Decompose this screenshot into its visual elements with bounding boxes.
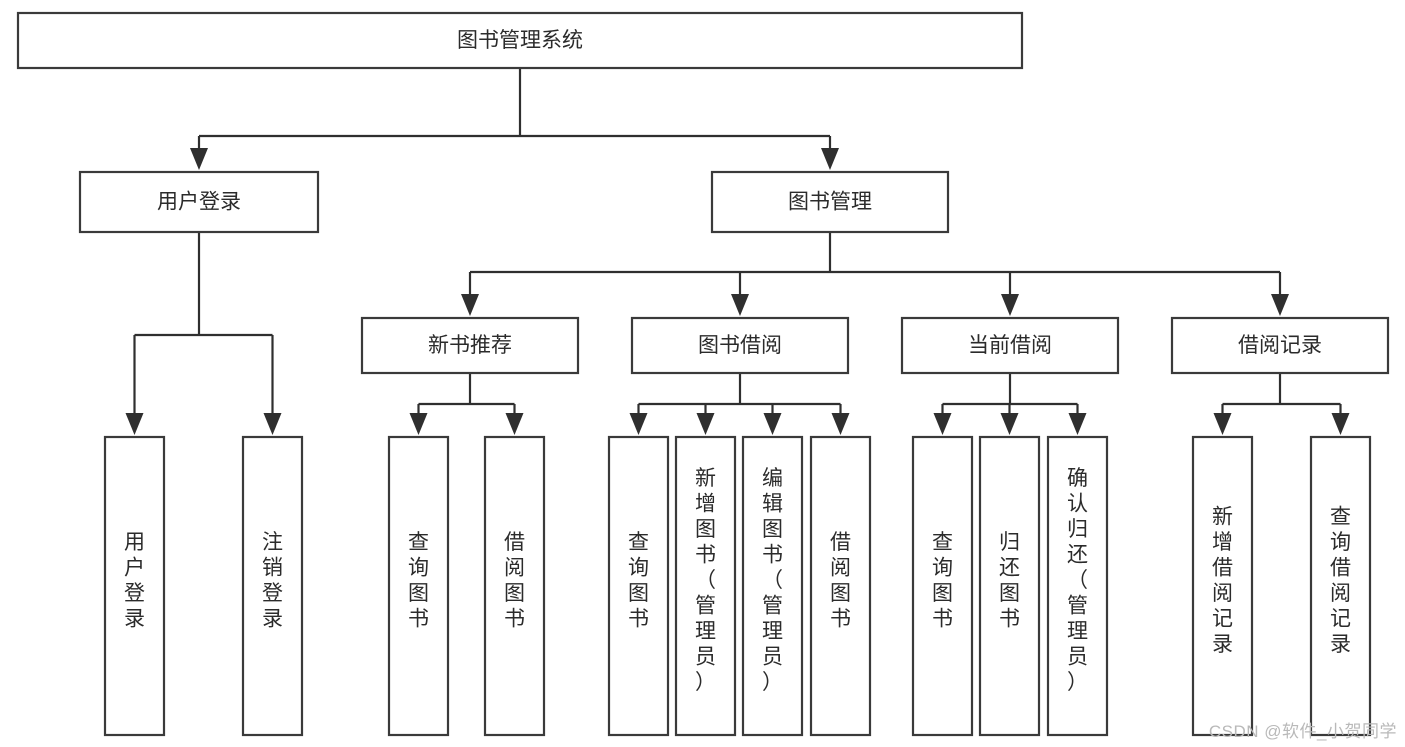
node-level3-new-book-recommend-box[interactable]	[360, 316, 580, 375]
book-borrow-to-leaves-arrow-0	[629, 413, 648, 435]
node-level3-book-borrow[interactable]: 图书借阅	[630, 316, 850, 375]
csdn-watermark: CSDN @软件_小贺同学	[1208, 722, 1397, 741]
node-level3-current-borrow[interactable]: 当前借阅	[900, 316, 1120, 375]
node-leaf-leaf-confirm-return-box[interactable]	[1046, 435, 1109, 737]
node-leaf-leaf-query-borrow-record-box[interactable]	[1309, 435, 1372, 737]
node-leaf-leaf-borrow-book-label: 借阅图书	[830, 531, 851, 631]
node-leaf-leaf-query-book-current-label: 查询图书	[932, 531, 953, 631]
current-borrow-to-leaves-arrow-1	[1000, 413, 1019, 435]
node-leaf-leaf-query-borrow-record-label: 查询借阅记录	[1330, 505, 1351, 656]
node-leaf-leaf-user-logout[interactable]: 注销登录	[241, 435, 304, 737]
node-leaf-leaf-return-book[interactable]: 归还图书	[978, 435, 1041, 737]
node-leaf-leaf-user-login-box[interactable]	[103, 435, 166, 737]
new-book-recommend-to-leaves-arrow-0	[409, 413, 428, 435]
bookmanage-to-level3-arrow-3	[1271, 294, 1289, 316]
node-boxes: 图书管理系统用户登录图书管理新书推荐图书借阅当前借阅借阅记录用户登录注销登录查询…	[16, 11, 1390, 737]
node-leaf-leaf-return-book-label: 归还图书	[999, 531, 1020, 631]
userlogin-to-leaves-arrow-1	[263, 413, 282, 435]
current-borrow-to-leaves-arrow-2	[1068, 413, 1087, 435]
node-level3-borrow-record[interactable]: 借阅记录	[1170, 316, 1390, 375]
node-root[interactable]: 图书管理系统	[16, 11, 1024, 70]
node-root-box[interactable]	[16, 11, 1024, 70]
node-leaf-leaf-borrow-book-box[interactable]	[809, 435, 872, 737]
node-leaf-leaf-query-book-recommend[interactable]: 查询图书	[387, 435, 450, 737]
node-leaf-leaf-confirm-return[interactable]: 确认归还（管理员）	[1046, 435, 1109, 737]
book-borrow-to-leaves-arrow-1	[696, 413, 715, 435]
bookmanage-to-level3-arrow-1	[731, 294, 749, 316]
node-level3-current-borrow-box[interactable]	[900, 316, 1120, 375]
borrow-record-to-leaves-arrow-0	[1213, 413, 1232, 435]
node-level3-book-borrow-box[interactable]	[630, 316, 850, 375]
node-leaf-leaf-query-book-recommend-box[interactable]	[387, 435, 450, 737]
node-leaf-leaf-edit-book[interactable]: 编辑图书（管理员）	[741, 435, 804, 737]
node-level3-borrow-record-label: 借阅记录	[1238, 334, 1322, 357]
borrow-record-to-leaves-arrow-1	[1331, 413, 1350, 435]
node-leaf-leaf-borrow-book-recommend[interactable]: 借阅图书	[483, 435, 546, 737]
node-level2-user-login[interactable]: 用户登录	[78, 170, 320, 234]
book-borrow-to-leaves-arrow-2	[763, 413, 782, 435]
root-to-level2-arrow-1	[821, 148, 839, 170]
node-leaf-leaf-add-book[interactable]: 新增图书（管理员）	[674, 435, 737, 737]
node-leaf-leaf-query-book-recommend-label: 查询图书	[408, 531, 429, 631]
node-leaf-leaf-user-login[interactable]: 用户登录	[103, 435, 166, 737]
node-leaf-leaf-add-book-box[interactable]	[674, 435, 737, 737]
node-leaf-leaf-user-login-label: 用户登录	[124, 531, 145, 631]
node-leaf-leaf-borrow-book[interactable]: 借阅图书	[809, 435, 872, 737]
userlogin-to-leaves-arrow-0	[125, 413, 144, 435]
node-leaf-leaf-query-book-current[interactable]: 查询图书	[911, 435, 974, 737]
node-level3-book-borrow-label: 图书借阅	[698, 334, 782, 357]
bookmanage-to-level3-arrow-0	[461, 294, 479, 316]
current-borrow-to-leaves-arrow-0	[933, 413, 952, 435]
root-to-level2-arrow-0	[190, 148, 208, 170]
node-leaf-leaf-query-book-borrow-box[interactable]	[607, 435, 670, 737]
node-level2-book-manage-box[interactable]	[710, 170, 950, 234]
node-leaf-leaf-add-borrow-record[interactable]: 新增借阅记录	[1191, 435, 1254, 737]
node-level3-new-book-recommend-label: 新书推荐	[428, 334, 512, 357]
book-borrow-to-leaves-arrow-3	[831, 413, 850, 435]
bookmanage-to-level3-arrow-2	[1001, 294, 1019, 316]
node-leaf-leaf-add-book-label: 新增图书（管理员）	[695, 467, 716, 694]
node-leaf-leaf-edit-book-label: 编辑图书（管理员）	[762, 467, 783, 694]
node-leaf-leaf-return-book-box[interactable]	[978, 435, 1041, 737]
node-leaf-leaf-borrow-book-recommend-label: 借阅图书	[504, 531, 525, 631]
node-leaf-leaf-add-borrow-record-box[interactable]	[1191, 435, 1254, 737]
node-root-label: 图书管理系统	[457, 29, 583, 52]
node-leaf-leaf-borrow-book-recommend-box[interactable]	[483, 435, 546, 737]
node-level2-book-manage[interactable]: 图书管理	[710, 170, 950, 234]
node-level2-user-login-label: 用户登录	[157, 191, 241, 214]
connector-lines	[125, 68, 1350, 435]
node-level3-new-book-recommend[interactable]: 新书推荐	[360, 316, 580, 375]
node-leaf-leaf-user-logout-box[interactable]	[241, 435, 304, 737]
new-book-recommend-to-leaves-arrow-1	[505, 413, 524, 435]
node-level2-book-manage-label: 图书管理	[788, 191, 872, 214]
node-leaf-leaf-query-book-current-box[interactable]	[911, 435, 974, 737]
node-leaf-leaf-query-book-borrow[interactable]: 查询图书	[607, 435, 670, 737]
node-leaf-leaf-query-book-borrow-label: 查询图书	[628, 531, 649, 631]
node-level2-user-login-box[interactable]	[78, 170, 320, 234]
node-level3-current-borrow-label: 当前借阅	[968, 334, 1052, 357]
node-leaf-leaf-confirm-return-label: 确认归还（管理员）	[1067, 467, 1088, 694]
node-level3-borrow-record-box[interactable]	[1170, 316, 1390, 375]
node-leaf-leaf-user-logout-label: 注销登录	[262, 531, 283, 631]
node-leaf-leaf-query-borrow-record[interactable]: 查询借阅记录	[1309, 435, 1372, 737]
node-leaf-leaf-edit-book-box[interactable]	[741, 435, 804, 737]
node-leaf-leaf-add-borrow-record-label: 新增借阅记录	[1212, 505, 1233, 656]
